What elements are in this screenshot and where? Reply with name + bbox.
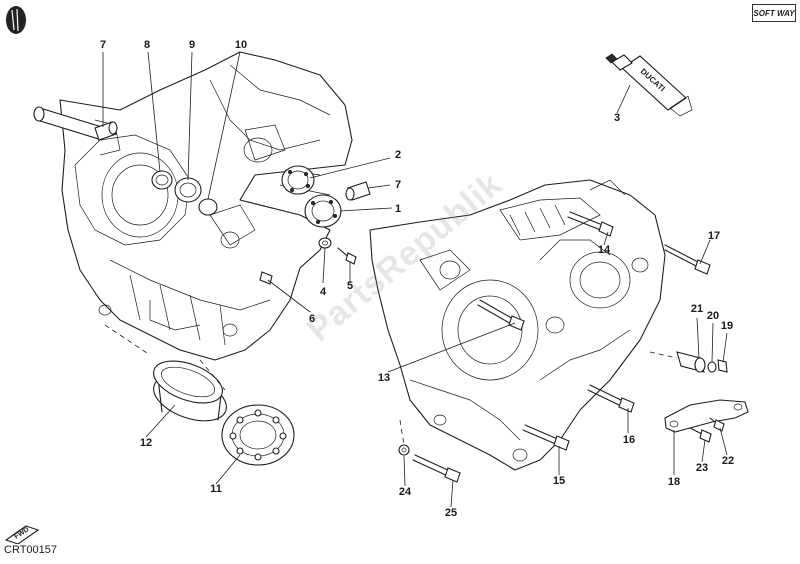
callout-24: 24 — [398, 486, 412, 498]
callout-21: 21 — [690, 303, 704, 315]
callout-7: 7 — [99, 39, 107, 51]
callout-7: 7 — [394, 179, 402, 191]
screw-5 — [337, 247, 357, 265]
callout-5: 5 — [346, 280, 354, 292]
roller-bearing-11 — [221, 404, 295, 466]
callout-18: 18 — [667, 476, 681, 488]
callout-12: 12 — [139, 437, 153, 449]
sealant-tube-3: DUCATI — [605, 53, 693, 117]
callout-8: 8 — [143, 39, 151, 51]
callout-9: 9 — [188, 39, 196, 51]
bearing-2 — [281, 165, 315, 195]
bolt-6 — [259, 271, 273, 285]
circlip-10 — [198, 198, 218, 216]
callout-15: 15 — [552, 475, 566, 487]
callout-10: 10 — [234, 39, 248, 51]
drawing-code: CRT00157 — [4, 544, 57, 556]
right-crankcase-half — [369, 179, 666, 471]
screw-23 — [689, 427, 712, 443]
callout-13: 13 — [377, 372, 391, 384]
callout-3: 3 — [613, 112, 621, 124]
bearing-1 — [304, 194, 342, 228]
bearing-9 — [174, 177, 202, 203]
washer-4 — [318, 237, 332, 249]
bearing-sleeve-12 — [153, 360, 227, 422]
bolt-16 — [587, 384, 635, 413]
bolt-15 — [522, 424, 570, 451]
breather-tube — [33, 106, 106, 141]
bolt-13 — [477, 299, 525, 331]
stud-25 — [412, 454, 461, 483]
callout-20: 20 — [706, 310, 720, 322]
callout-6: 6 — [308, 313, 316, 325]
softway-brand-mark: SOFT WAY — [752, 4, 796, 22]
callout-23: 23 — [695, 462, 709, 474]
callout-25: 25 — [444, 507, 458, 519]
screw-22 — [709, 417, 725, 432]
callout-16: 16 — [622, 434, 636, 446]
bolt-17 — [664, 244, 711, 275]
callout-19: 19 — [720, 320, 734, 332]
dowel-pin-7b — [345, 181, 371, 201]
nut-19 — [717, 359, 728, 373]
callout-17: 17 — [707, 230, 721, 242]
washer-20 — [707, 361, 717, 373]
callout-1: 1 — [394, 203, 402, 215]
callout-14: 14 — [597, 244, 611, 256]
bracket-18 — [664, 399, 749, 433]
spacer-21 — [676, 351, 706, 373]
brand-logo-mark — [6, 6, 26, 34]
washer-24 — [398, 444, 410, 456]
bolt-14 — [567, 211, 614, 237]
callout-4: 4 — [319, 286, 327, 298]
callout-2: 2 — [394, 149, 402, 161]
leader-lines — [102, 51, 728, 508]
dowel-pin-7a — [94, 121, 118, 141]
callout-11: 11 — [210, 483, 222, 495]
forward-direction-arrow: FWD — [4, 525, 40, 544]
oil-seal-8 — [151, 170, 173, 190]
callout-22: 22 — [721, 455, 735, 467]
